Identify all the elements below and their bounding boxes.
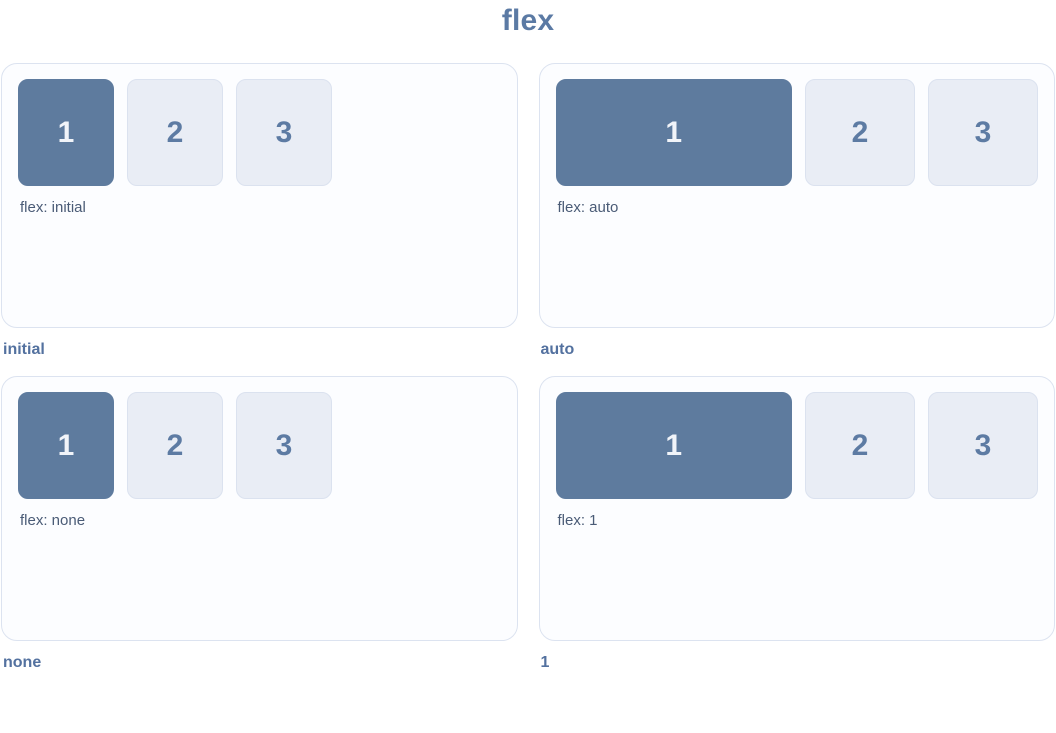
flex-item-2: 2: [127, 392, 223, 499]
page-title: flex: [501, 4, 555, 37]
value-caption-initial: initial: [3, 341, 45, 358]
flex-container: 1 2 3: [555, 79, 1038, 186]
flex-item-1: 1: [18, 392, 114, 499]
demo-panel-auto: 1 2 3 flex: auto: [538, 63, 1055, 328]
flex-rule-label: flex: auto: [557, 199, 619, 216]
flex-rule-label: flex: none: [20, 512, 86, 529]
example-none: 1 2 3 flex: none none: [1, 376, 518, 673]
flex-item-1: 1: [555, 79, 792, 186]
flex-item-1: 1: [555, 392, 792, 499]
flex-rule-label: flex: 1: [557, 512, 598, 529]
flex-item-3: 3: [236, 79, 332, 186]
flex-container: 1 2 3: [18, 79, 501, 186]
flex-container: 1 2 3: [555, 392, 1038, 499]
demo-panel-initial: 1 2 3 flex: initial: [1, 63, 518, 328]
flex-container: 1 2 3: [18, 392, 501, 499]
value-caption-1: 1: [540, 654, 550, 671]
flex-item-3: 3: [928, 392, 1038, 499]
flex-item-2: 2: [805, 79, 915, 186]
value-caption-none: none: [3, 654, 42, 671]
flex-item-1: 1: [18, 79, 114, 186]
example-1: 1 2 3 flex: 1 1: [538, 376, 1055, 673]
flex-item-2: 2: [127, 79, 223, 186]
example-initial: 1 2 3 flex: initial initial: [1, 63, 518, 360]
flex-item-2: 2: [805, 392, 915, 499]
flex-item-3: 3: [236, 392, 332, 499]
value-caption-auto: auto: [540, 341, 575, 358]
demo-panel-none: 1 2 3 flex: none: [1, 376, 518, 641]
flex-rule-label: flex: initial: [20, 199, 86, 216]
examples-grid: 1 2 3 flex: initial initial 1 2 3 flex: …: [1, 63, 1055, 673]
demo-panel-1: 1 2 3 flex: 1: [538, 376, 1055, 641]
example-auto: 1 2 3 flex: auto auto: [538, 63, 1055, 360]
flex-item-3: 3: [928, 79, 1038, 186]
